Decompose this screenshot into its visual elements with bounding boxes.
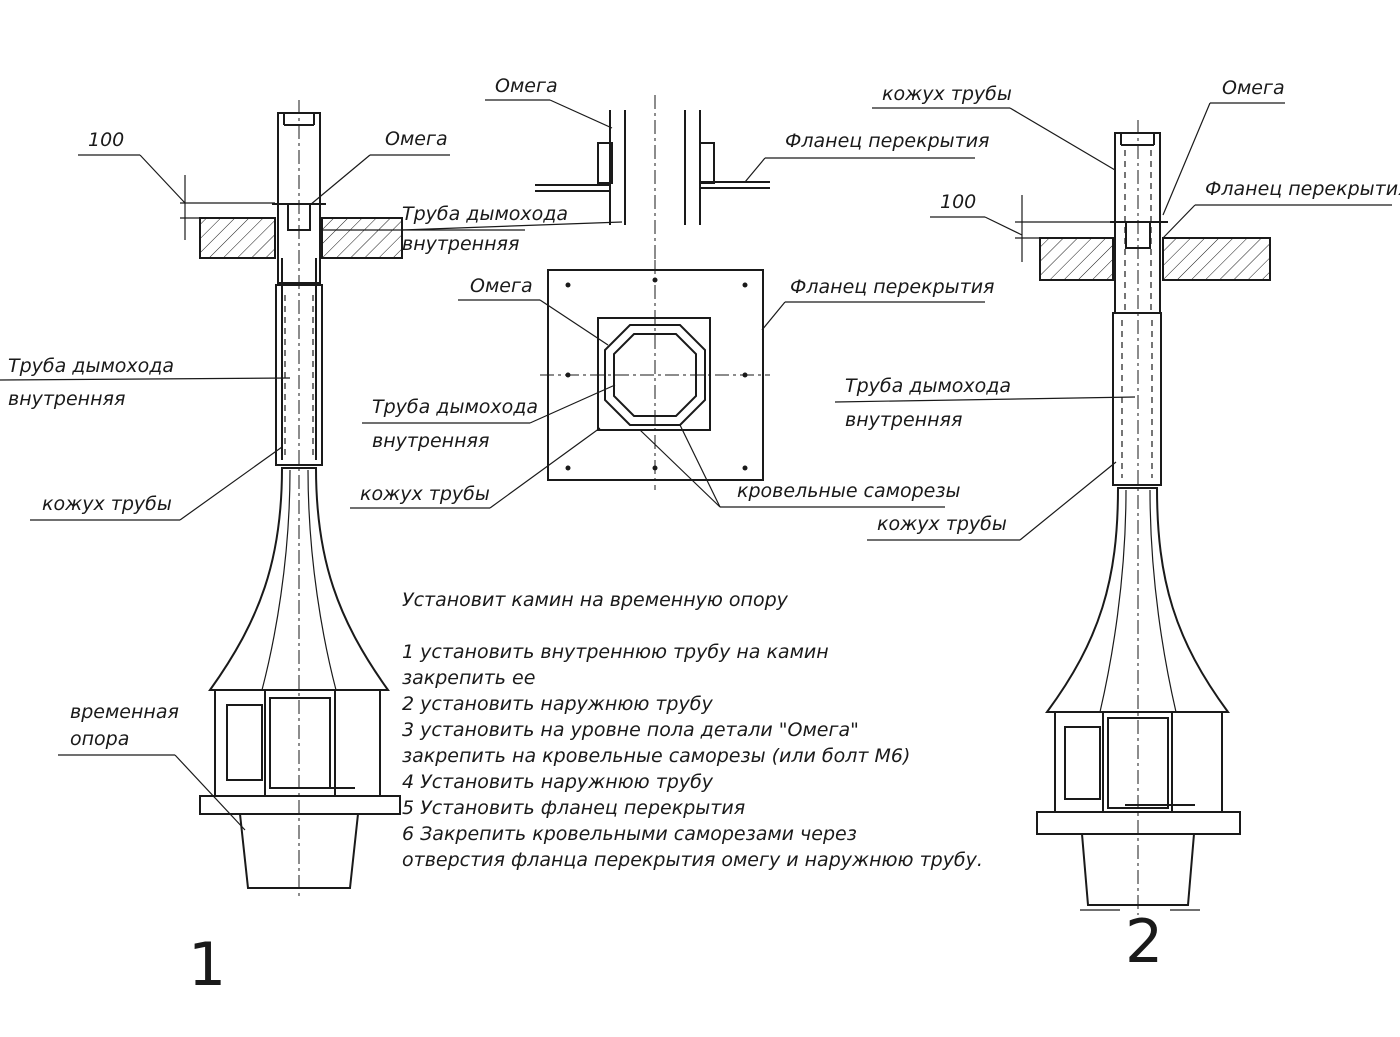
label-flange-fig2: Фланец перекрытия [1205, 178, 1400, 200]
instruction-step-7: 6 Закрепить кровельными саморезами через [402, 823, 857, 845]
label-pipe-plan-line2: внутренняя [372, 430, 489, 452]
instruction-step-8: отверстия фланца перекрытия омегу и нару… [402, 849, 983, 871]
label-pipe-left-line1: Труба дымохода [8, 355, 174, 377]
label-casing-plan: кожух трубы [360, 483, 490, 505]
label-casing-fig2: кожух трубы [877, 513, 1007, 535]
figure-2-fireplace: 100 кожух трубы Омега Фланец перекрытия … [834, 77, 1400, 977]
label-casing-top-fig2: кожух трубы [882, 83, 1012, 105]
omega-side-detail: Омега Фланец перекрытия [401, 75, 989, 260]
label-omega-detail: Омега [495, 75, 558, 97]
label-pipe-fig2-line2: внутренняя [845, 409, 962, 431]
figure-1-fireplace: 100 Омега Труба дымохода внутренняя Труб… [0, 100, 568, 1000]
instruction-step-0: 1 установить внутреннюю трубу на камин [402, 641, 829, 663]
figure-number-1: 1 [188, 930, 226, 1000]
label-flange-plan: Фланец перекрытия [790, 276, 994, 298]
label-omega-fig1: Омега [385, 128, 448, 150]
label-temp-support-line2: опора [70, 728, 129, 750]
ceiling-slab-1b [321, 217, 403, 259]
label-temp-support-line1: временная [70, 701, 179, 723]
instructions-block: Установит камин на временную опору 1 уст… [402, 589, 983, 871]
instructions-title: Установит камин на временную опору [402, 589, 789, 611]
label-pipe-top-fig1-line1: Труба дымохода [402, 203, 568, 225]
figure-number-2: 2 [1125, 907, 1163, 977]
label-pipe-top-fig1-line2: внутренняя [402, 233, 519, 255]
instruction-step-4: закрепить на кровельные саморезы (или бо… [402, 745, 910, 767]
label-pipe-left-line2: внутренняя [8, 388, 125, 410]
label-casing-fig1: кожух трубы [42, 493, 172, 515]
label-flange-detail: Фланец перекрытия [785, 130, 989, 152]
dim-100-fig1: 100 [88, 129, 124, 151]
instruction-step-1: закрепить ее [402, 667, 535, 689]
instruction-step-6: 5 Установить фланец перекрытия [402, 797, 745, 819]
label-pipe-fig2-line1: Труба дымохода [845, 375, 1011, 397]
instruction-step-2: 2 установить наружнюю трубу [402, 693, 713, 715]
instruction-step-5: 4 Установить наружнюю трубу [402, 771, 714, 793]
label-omega-plan: Омега [470, 275, 533, 297]
ceiling-slab-1 [199, 217, 276, 259]
instruction-step-3: 3 установить на уровне пола детали "Омег… [402, 719, 859, 741]
dim-100-fig2: 100 [940, 191, 976, 213]
label-pipe-plan-line1: Труба дымохода [372, 396, 538, 418]
ceiling-slab-2 [1039, 237, 1114, 281]
ceiling-slab-2b [1162, 237, 1271, 281]
flange-plan-view: Омега Фланец перекрытия Труба дымохода в… [350, 260, 994, 509]
label-screws-plan: кровельные саморезы [737, 480, 960, 502]
label-omega-fig2: Омега [1222, 77, 1285, 99]
